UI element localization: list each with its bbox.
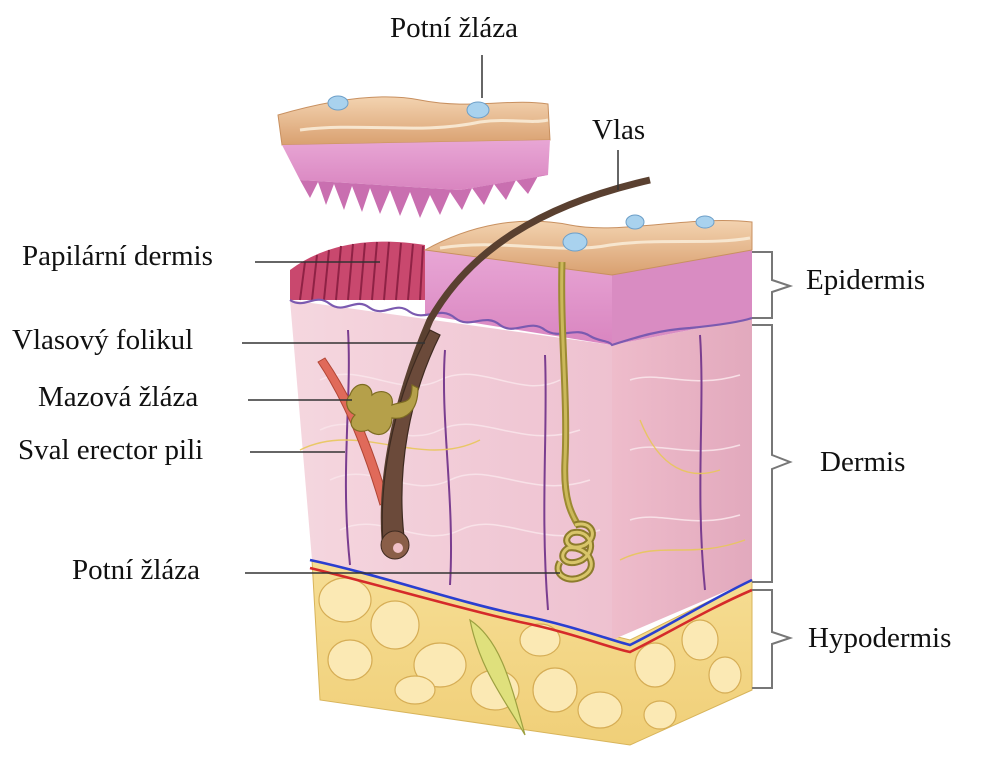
label-top-sweat-gland: Potní žláza [390, 14, 518, 43]
label-sweat-gland: Potní žláza [72, 556, 200, 585]
label-papillary-dermis: Papilární dermis [22, 242, 213, 271]
layer-brackets [752, 252, 790, 688]
label-epidermis: Epidermis [806, 266, 925, 295]
label-hair: Vlas [592, 116, 645, 145]
label-sebaceous-gland: Mazová žláza [38, 383, 198, 412]
label-hair-follicle: Vlasový folikul [12, 326, 193, 355]
label-dermis: Dermis [820, 448, 905, 477]
label-arrector-pili: Sval erector pili [18, 436, 203, 465]
detached-epidermis-slab [278, 96, 550, 218]
label-hypodermis: Hypodermis [808, 624, 951, 653]
